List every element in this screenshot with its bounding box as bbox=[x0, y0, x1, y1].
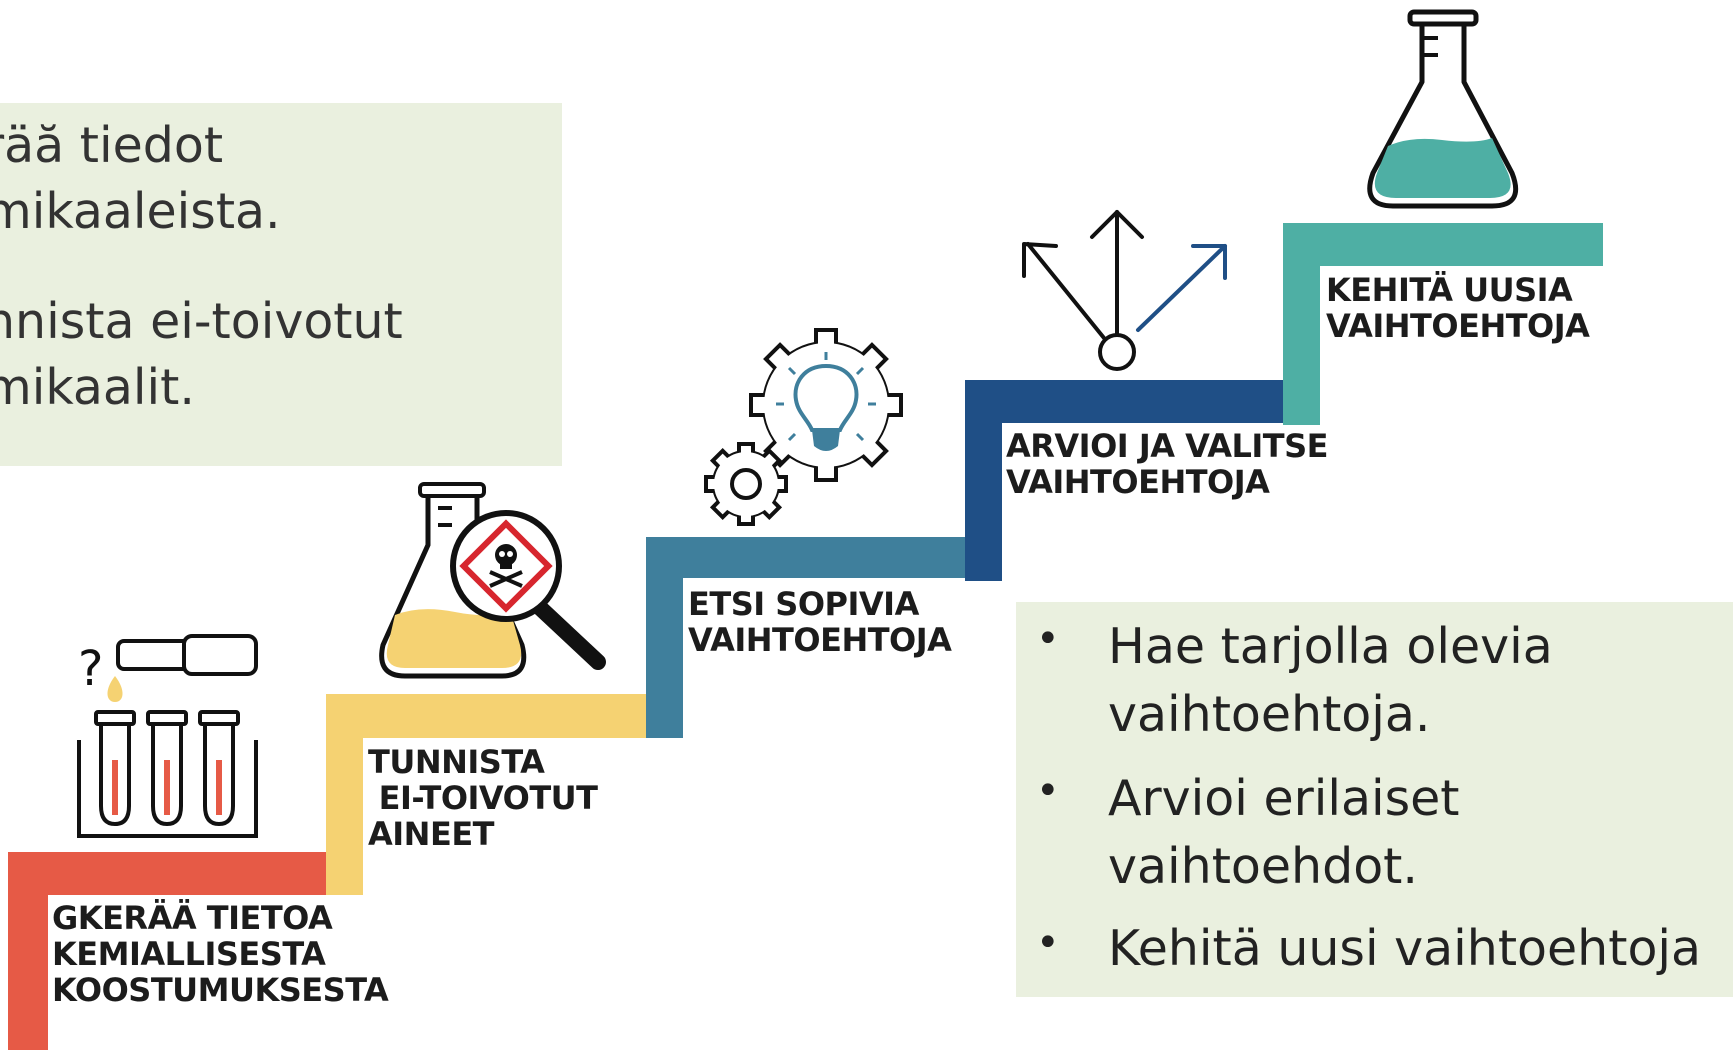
step-5-bar bbox=[1283, 223, 1603, 425]
bullet-text: vaihtoehdot. bbox=[1108, 838, 1418, 895]
step-4-bar bbox=[965, 380, 1290, 581]
left-panel-line: nnista ei-toivotut bbox=[0, 293, 403, 350]
left-panel-line: mikaalit. bbox=[0, 359, 195, 416]
arrows-choice-icon bbox=[1022, 210, 1227, 371]
bullet-dot: • bbox=[1036, 616, 1060, 662]
step-3-label: ETSI SOPIVIA VAIHTOEHTOJA bbox=[688, 585, 952, 659]
flask-magnifier-hazard-icon bbox=[379, 482, 606, 679]
bullet-text: vaihtoehtoja. bbox=[1108, 686, 1431, 743]
step-2-label: TUNNISTA EI-TOIVOTUT AINEET bbox=[368, 743, 598, 853]
bullet-text: Kehitä uusi vaihtoehtoja bbox=[1108, 920, 1702, 977]
test-tubes-dropper-icon: ? bbox=[77, 634, 258, 838]
step-3-bar bbox=[646, 537, 968, 738]
gears-lightbulb-icon bbox=[704, 328, 903, 526]
bullet-dot: • bbox=[1036, 768, 1060, 814]
left-panel-line: räă tiedot bbox=[0, 117, 224, 174]
svg-text:?: ? bbox=[78, 641, 103, 697]
step-1-label: GKERÄÄ TIETOA KEMIALLISESTA KOOSTUMUKSES… bbox=[52, 899, 389, 1009]
step-5-label: KEHITÄ UUSIA VAIHTOEHTOJA bbox=[1326, 271, 1590, 345]
bullet-dot: • bbox=[1036, 920, 1060, 966]
bullet-text: Arvioi erilaiset bbox=[1108, 770, 1460, 827]
right-info-panel: • Hae tarjolla olevia vaihtoehtoja. • Ar… bbox=[1016, 602, 1733, 997]
step-1-bar bbox=[8, 852, 330, 1050]
left-info-panel: räă tiedot mikaaleista. nnista ei-toivot… bbox=[0, 103, 562, 466]
step-2-bar bbox=[326, 694, 650, 895]
step-4-label: ARVIOI JA VALITSE VAIHTOEHTOJA bbox=[1006, 427, 1329, 501]
left-panel-line: mikaaleista. bbox=[0, 183, 281, 240]
flask-icon bbox=[1367, 9, 1519, 209]
bullet-text: Hae tarjolla olevia bbox=[1108, 618, 1553, 675]
